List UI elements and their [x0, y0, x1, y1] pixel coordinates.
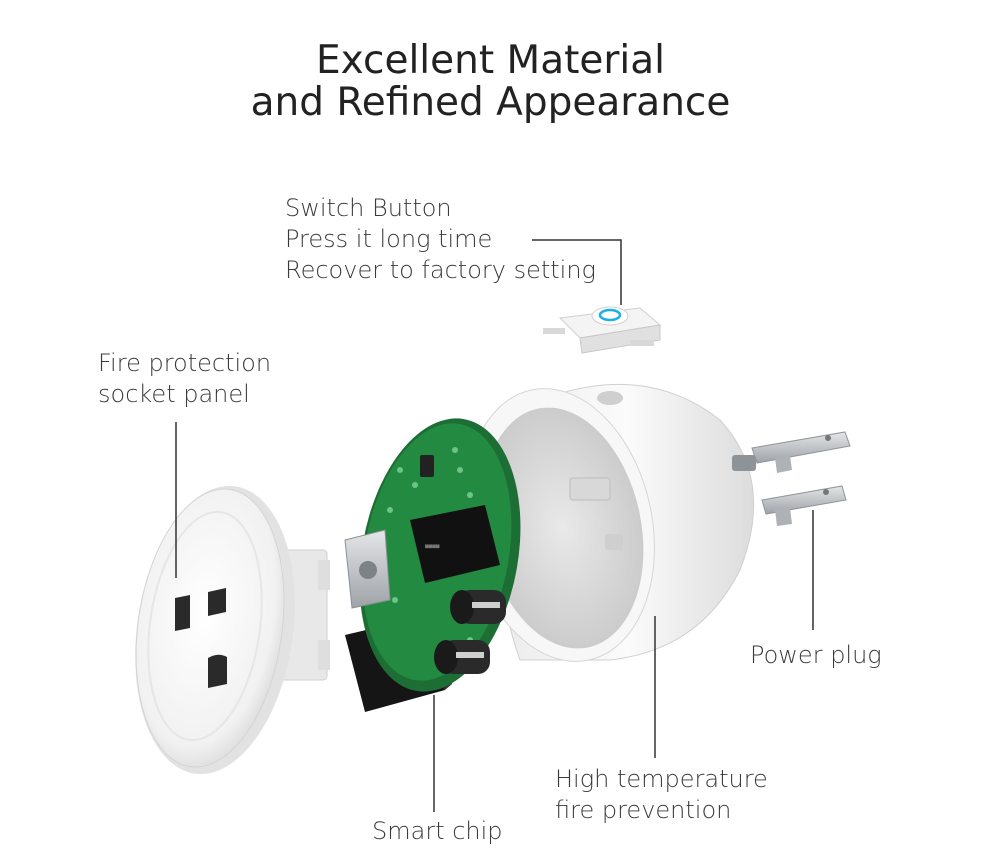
outlet-holes — [175, 588, 227, 688]
callout-socket-panel-line-2: socket panel — [98, 380, 250, 408]
callout-power-plug-line-1: Power plug — [750, 641, 882, 669]
capacitor-1 — [450, 590, 506, 624]
callout-switch-button-line-1: Switch Button — [285, 194, 452, 222]
title-line-1: Excellent Material — [316, 38, 665, 83]
callout-smart-chip: Smart chip — [372, 816, 503, 847]
title-line-2: and Refined Appearance — [250, 80, 731, 125]
housing-shell — [465, 383, 755, 662]
callout-power-plug: Power plug — [750, 640, 882, 671]
leader-switch-button — [532, 239, 622, 305]
callout-socket-panel-line-1: Fire protection — [98, 349, 272, 377]
metal-bracket — [344, 529, 391, 609]
power-led-icon — [598, 308, 622, 322]
switch-button-part — [543, 306, 662, 354]
svg-text:■■■■: ■■■■ — [425, 543, 440, 550]
callout-switch-button-line-2: Press it long time — [285, 225, 493, 253]
capacitor-2 — [434, 640, 490, 674]
callout-switch-button: Switch Button Press it long time Recover… — [285, 193, 596, 286]
page-title: Excellent Material and Refined Appearanc… — [0, 40, 981, 124]
callout-smart-chip-line-1: Smart chip — [372, 817, 503, 845]
leader-lines — [175, 239, 814, 812]
power-plug-prongs — [732, 431, 851, 526]
callout-housing: High temperature fire prevention — [555, 764, 768, 826]
callout-switch-button-line-3: Recover to factory setting — [285, 256, 596, 284]
circuit-board: ■■■■ — [344, 418, 521, 692]
callout-socket-panel: Fire protection socket panel — [98, 348, 271, 410]
callout-housing-line-2: fire prevention — [555, 796, 732, 824]
socket-panel — [135, 486, 330, 774]
callout-housing-line-1: High temperature — [555, 765, 768, 793]
